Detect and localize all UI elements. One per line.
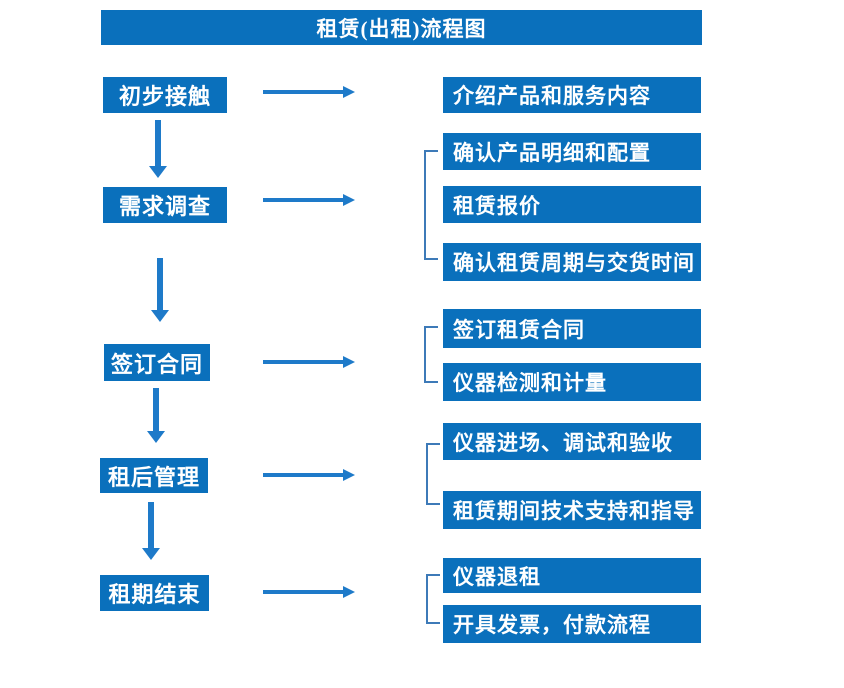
arrow-head xyxy=(147,431,165,443)
detail-confirm-rental-period: 确认租赁周期与交货时间 xyxy=(443,243,701,281)
group-bracket-post-rental xyxy=(426,443,440,505)
right-arrow-icon xyxy=(263,194,355,206)
right-arrow-icon xyxy=(263,86,355,98)
down-arrow-icon xyxy=(142,502,160,560)
arrow-shaft xyxy=(263,360,343,364)
detail-technical-support: 租赁期间技术支持和指导 xyxy=(443,491,701,529)
arrow-head xyxy=(142,548,160,560)
down-arrow-icon xyxy=(151,258,169,322)
right-arrow-icon xyxy=(263,586,355,598)
detail-instrument-return: 仪器退租 xyxy=(443,558,701,593)
detail-sign-rental-contract: 签订租赁合同 xyxy=(443,309,701,348)
flowchart-title: 租赁(出租)流程图 xyxy=(101,10,702,45)
arrow-shaft xyxy=(157,258,163,310)
group-bracket-demand-survey xyxy=(424,150,438,260)
arrow-shaft xyxy=(263,90,343,94)
step-rental-end: 租期结束 xyxy=(100,575,209,611)
step-initial-contact: 初步接触 xyxy=(103,77,227,113)
arrow-shaft xyxy=(148,502,154,548)
down-arrow-icon xyxy=(149,120,167,178)
detail-confirm-product-config: 确认产品明细和配置 xyxy=(443,133,701,170)
right-arrow-icon xyxy=(263,356,355,368)
arrow-head xyxy=(343,194,355,206)
arrow-head xyxy=(343,469,355,481)
detail-instrument-testing: 仪器检测和计量 xyxy=(443,363,701,401)
arrow-shaft xyxy=(263,198,343,202)
step-demand-survey: 需求调查 xyxy=(103,187,227,223)
arrow-head xyxy=(151,310,169,322)
group-bracket-rental-end xyxy=(426,574,440,624)
arrow-head xyxy=(149,166,167,178)
down-arrow-icon xyxy=(147,388,165,443)
right-arrow-icon xyxy=(263,469,355,481)
detail-instrument-setup-acceptance: 仪器进场、调试和验收 xyxy=(443,423,701,460)
arrow-head xyxy=(343,86,355,98)
group-bracket-sign-contract xyxy=(424,326,438,383)
step-post-rental-management: 租后管理 xyxy=(100,458,208,493)
arrow-head xyxy=(343,356,355,368)
arrow-head xyxy=(343,586,355,598)
arrow-shaft xyxy=(263,590,343,594)
step-sign-contract: 签订合同 xyxy=(104,344,210,381)
arrow-shaft xyxy=(153,388,159,431)
detail-rental-quote: 租赁报价 xyxy=(443,186,701,223)
arrow-shaft xyxy=(263,473,343,477)
detail-introduce-products: 介绍产品和服务内容 xyxy=(443,77,701,113)
arrow-shaft xyxy=(155,120,161,166)
detail-invoice-payment: 开具发票，付款流程 xyxy=(443,605,701,643)
